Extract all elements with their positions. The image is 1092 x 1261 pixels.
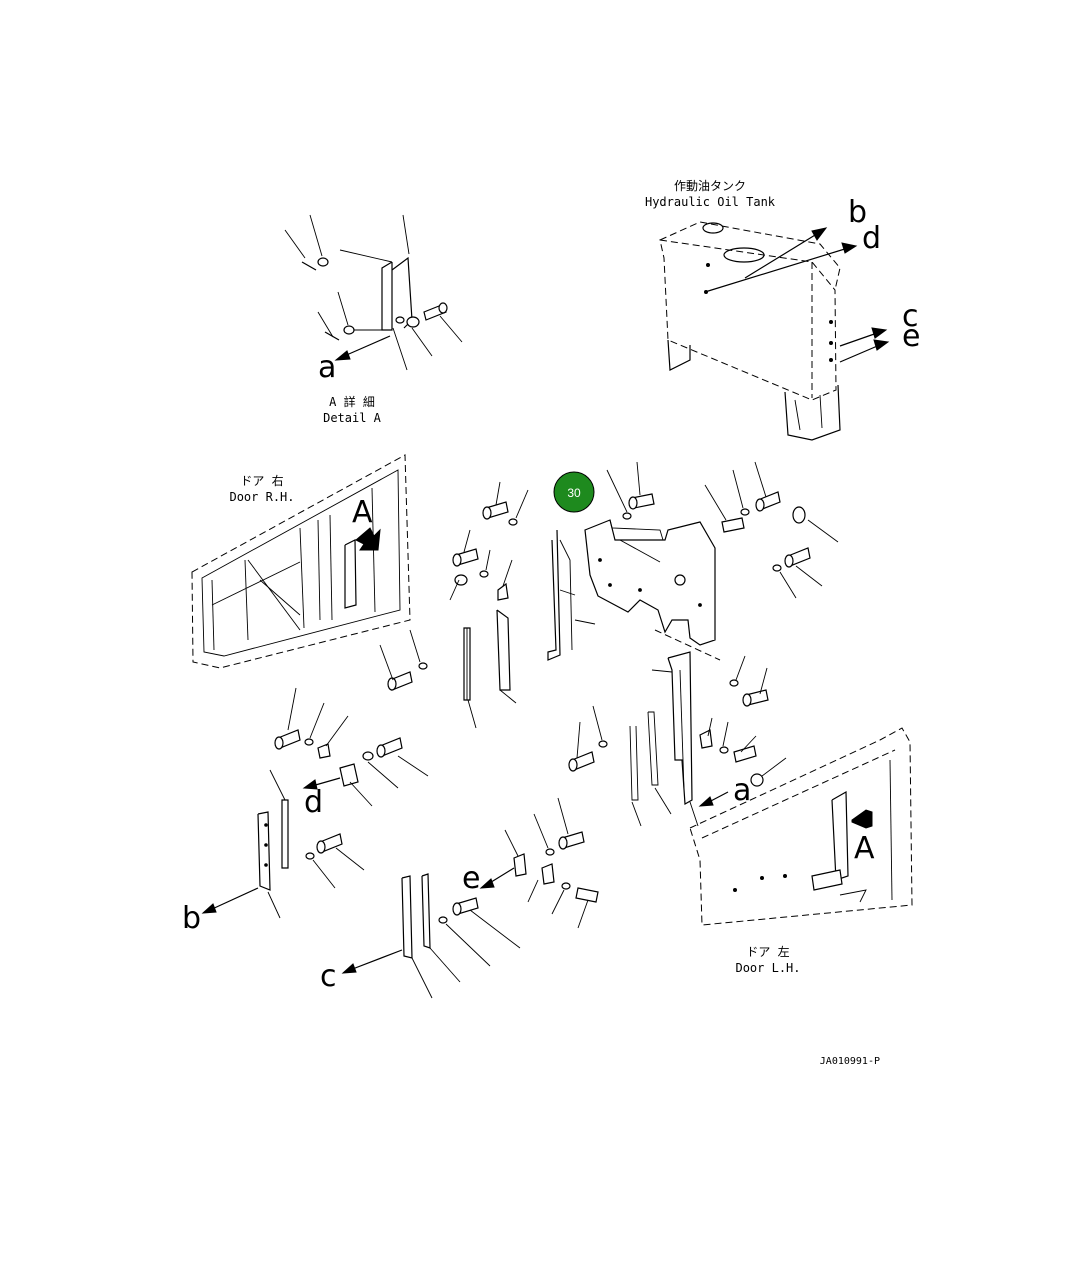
letter-c-low: c	[320, 959, 337, 994]
letter-c-tank: c	[902, 299, 919, 334]
letter-a-main: a	[733, 773, 751, 808]
lower-left-parts	[203, 688, 428, 918]
tank-leaders	[705, 228, 888, 362]
letter-A-lh: A	[854, 831, 875, 866]
callout-number: 30	[567, 486, 581, 500]
letter-d-tank: d	[862, 221, 881, 256]
door-rh-label-en: Door R.H.	[229, 490, 294, 504]
letter-a-detail: a	[318, 350, 336, 385]
mount-plate	[585, 520, 720, 660]
door-rh	[192, 455, 410, 668]
center-bracket-mid	[497, 610, 510, 690]
tank-label-en: Hydraulic Oil Tank	[645, 195, 776, 209]
letter-e-tank: e	[902, 319, 920, 354]
letter-d-low: d	[304, 785, 323, 820]
letter-A-rh: A	[352, 495, 373, 530]
door-lh	[690, 728, 912, 925]
right-bracket	[630, 652, 692, 804]
callout-badge[interactable]: 30	[554, 472, 594, 512]
detail-label-jp: A 詳 細	[329, 394, 375, 409]
detail-label-en: Detail A	[323, 411, 382, 425]
letter-e-low: e	[462, 861, 480, 896]
center-bracket-upper	[548, 530, 575, 660]
door-lh-label-jp: ドア 左	[746, 944, 789, 959]
door-lh-label-en: Door L.H.	[735, 961, 800, 975]
door-rh-label-jp: ドア 右	[240, 473, 283, 488]
center-fasteners	[388, 492, 810, 786]
letter-b-tank: b	[848, 195, 867, 230]
lower-middle-parts	[343, 798, 598, 998]
detail-a-assembly	[285, 215, 462, 370]
hydraulic-oil-tank	[660, 222, 840, 440]
strip-seal-center	[464, 628, 470, 700]
center-leaders	[380, 462, 838, 826]
tank-label-jp: 作動油タンク	[674, 179, 746, 193]
letter-b-low: b	[182, 901, 201, 936]
drawing-code: JA010991-P	[820, 1056, 880, 1067]
